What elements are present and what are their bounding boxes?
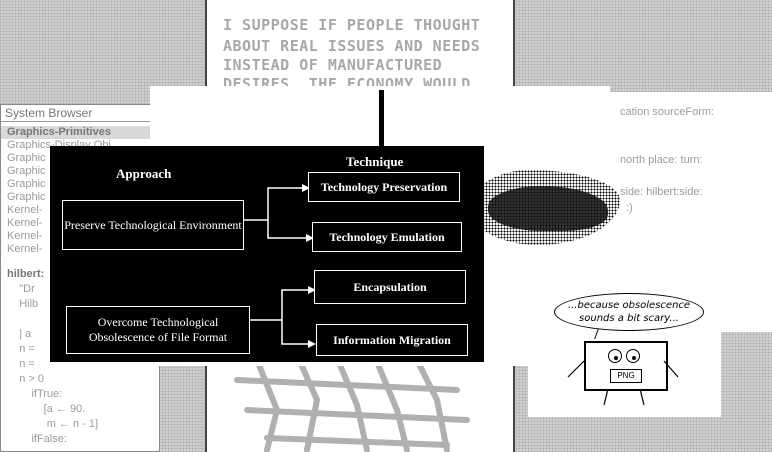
class-list-item[interactable]: Kernel- — [7, 217, 43, 229]
browser-title[interactable]: System Browser — [1, 105, 159, 122]
approach-heading: Approach — [116, 166, 172, 181]
divider-line — [379, 90, 384, 146]
comic-text-line: I SUPPOSE IF PEOPLE THOUGHT — [223, 16, 481, 34]
technique-box-migration: Information Migration — [316, 324, 468, 356]
eye-icon — [626, 349, 640, 363]
approach-technique-slide: Approach Technique Preserve Technologica… — [50, 146, 484, 362]
class-list-item[interactable]: Kernel- — [7, 243, 43, 255]
code-line: n > 0 — [7, 373, 44, 385]
class-list-item[interactable]: Kernel- — [7, 204, 43, 216]
speech-bubble: ...because obsolescence sounds a bit sca… — [554, 293, 704, 331]
character-limbs-icon — [567, 360, 679, 406]
class-list-item[interactable]: Graphics-Primitives — [1, 126, 159, 139]
code-line: "Dr — [7, 283, 35, 295]
comic-panel-top: I SUPPOSE IF PEOPLE THOUGHT ABOUT REAL I… — [205, 0, 515, 100]
code-pane[interactable]: hilbert: "Dr Hilb | a n = n = n > 0 ifTr… — [1, 267, 159, 447]
class-list-item[interactable]: Graphic — [7, 191, 46, 203]
technique-box-encapsulation: Encapsulation — [314, 270, 466, 304]
code-line: ifFalse: — [7, 433, 67, 445]
code-line: n = — [7, 343, 35, 355]
technique-heading: Technique — [346, 154, 404, 169]
png-character-icon: PNG — [584, 341, 668, 391]
approach-box-overcome: Overcome Technological Obsolescence of F… — [66, 306, 250, 354]
code-line: Hilb — [7, 298, 39, 310]
code-line: n = — [7, 358, 35, 370]
bubble-line: sounds a bit scary... — [579, 313, 679, 324]
technique-box-emulation: Technology Emulation — [312, 222, 462, 252]
code-line: hilbert: — [7, 268, 45, 280]
png-label: PNG — [610, 369, 642, 383]
code-line: cation sourceForm: — [620, 106, 715, 118]
class-list-item[interactable]: Kernel- — [7, 230, 43, 242]
hand-shadow — [488, 186, 608, 231]
approach-box-preserve: Preserve Technological Environment — [62, 200, 244, 250]
code-line: m ← n - 1] — [7, 418, 99, 430]
comic-panel-bottom — [205, 350, 515, 452]
class-list-item[interactable]: Graphic — [7, 165, 46, 177]
class-list-item[interactable]: Graphic — [7, 178, 46, 190]
code-line: north place: turn: — [620, 154, 703, 166]
code-line: :) — [620, 202, 633, 214]
comic-text-line: INSTEAD OF MANUFACTURED — [223, 56, 443, 74]
technique-box-preservation: Technology Preservation — [308, 172, 460, 202]
code-line: ifTrue: — [7, 388, 63, 400]
png-cartoon-panel: ...because obsolescence sounds a bit sca… — [528, 265, 721, 417]
connector-arrows — [244, 184, 316, 348]
eye-icon — [608, 349, 622, 363]
map-sketch-icon — [234, 352, 470, 452]
code-line: side: hilbert:side: — [620, 186, 703, 198]
code-line: [a ← 90. — [7, 403, 86, 415]
class-list-item[interactable]: Graphic — [7, 152, 46, 164]
comic-text-line: ABOUT REAL ISSUES AND NEEDS — [223, 37, 481, 55]
bubble-line: ...because obsolescence — [567, 300, 691, 311]
code-line: | a — [7, 328, 32, 340]
